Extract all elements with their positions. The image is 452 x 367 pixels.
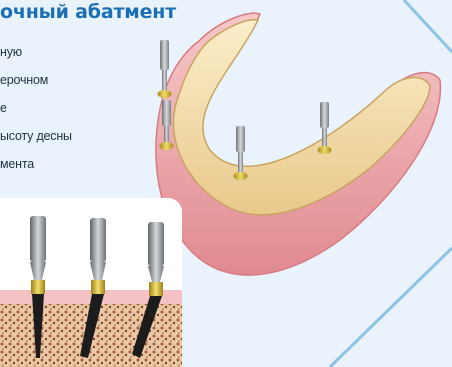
cross-section-illustration [0,198,182,367]
text-line-5: мента [0,156,72,184]
text-list: ную ерочном е ысоту десны мента [0,44,72,184]
implant-cross-section-card [0,198,182,367]
text-line-4: ысоту десны [0,128,72,156]
text-line-1: ную [0,44,72,72]
text-line-3: е [0,100,72,128]
jaw-model-illustration [140,0,452,300]
text-line-2: ерочном [0,72,72,100]
